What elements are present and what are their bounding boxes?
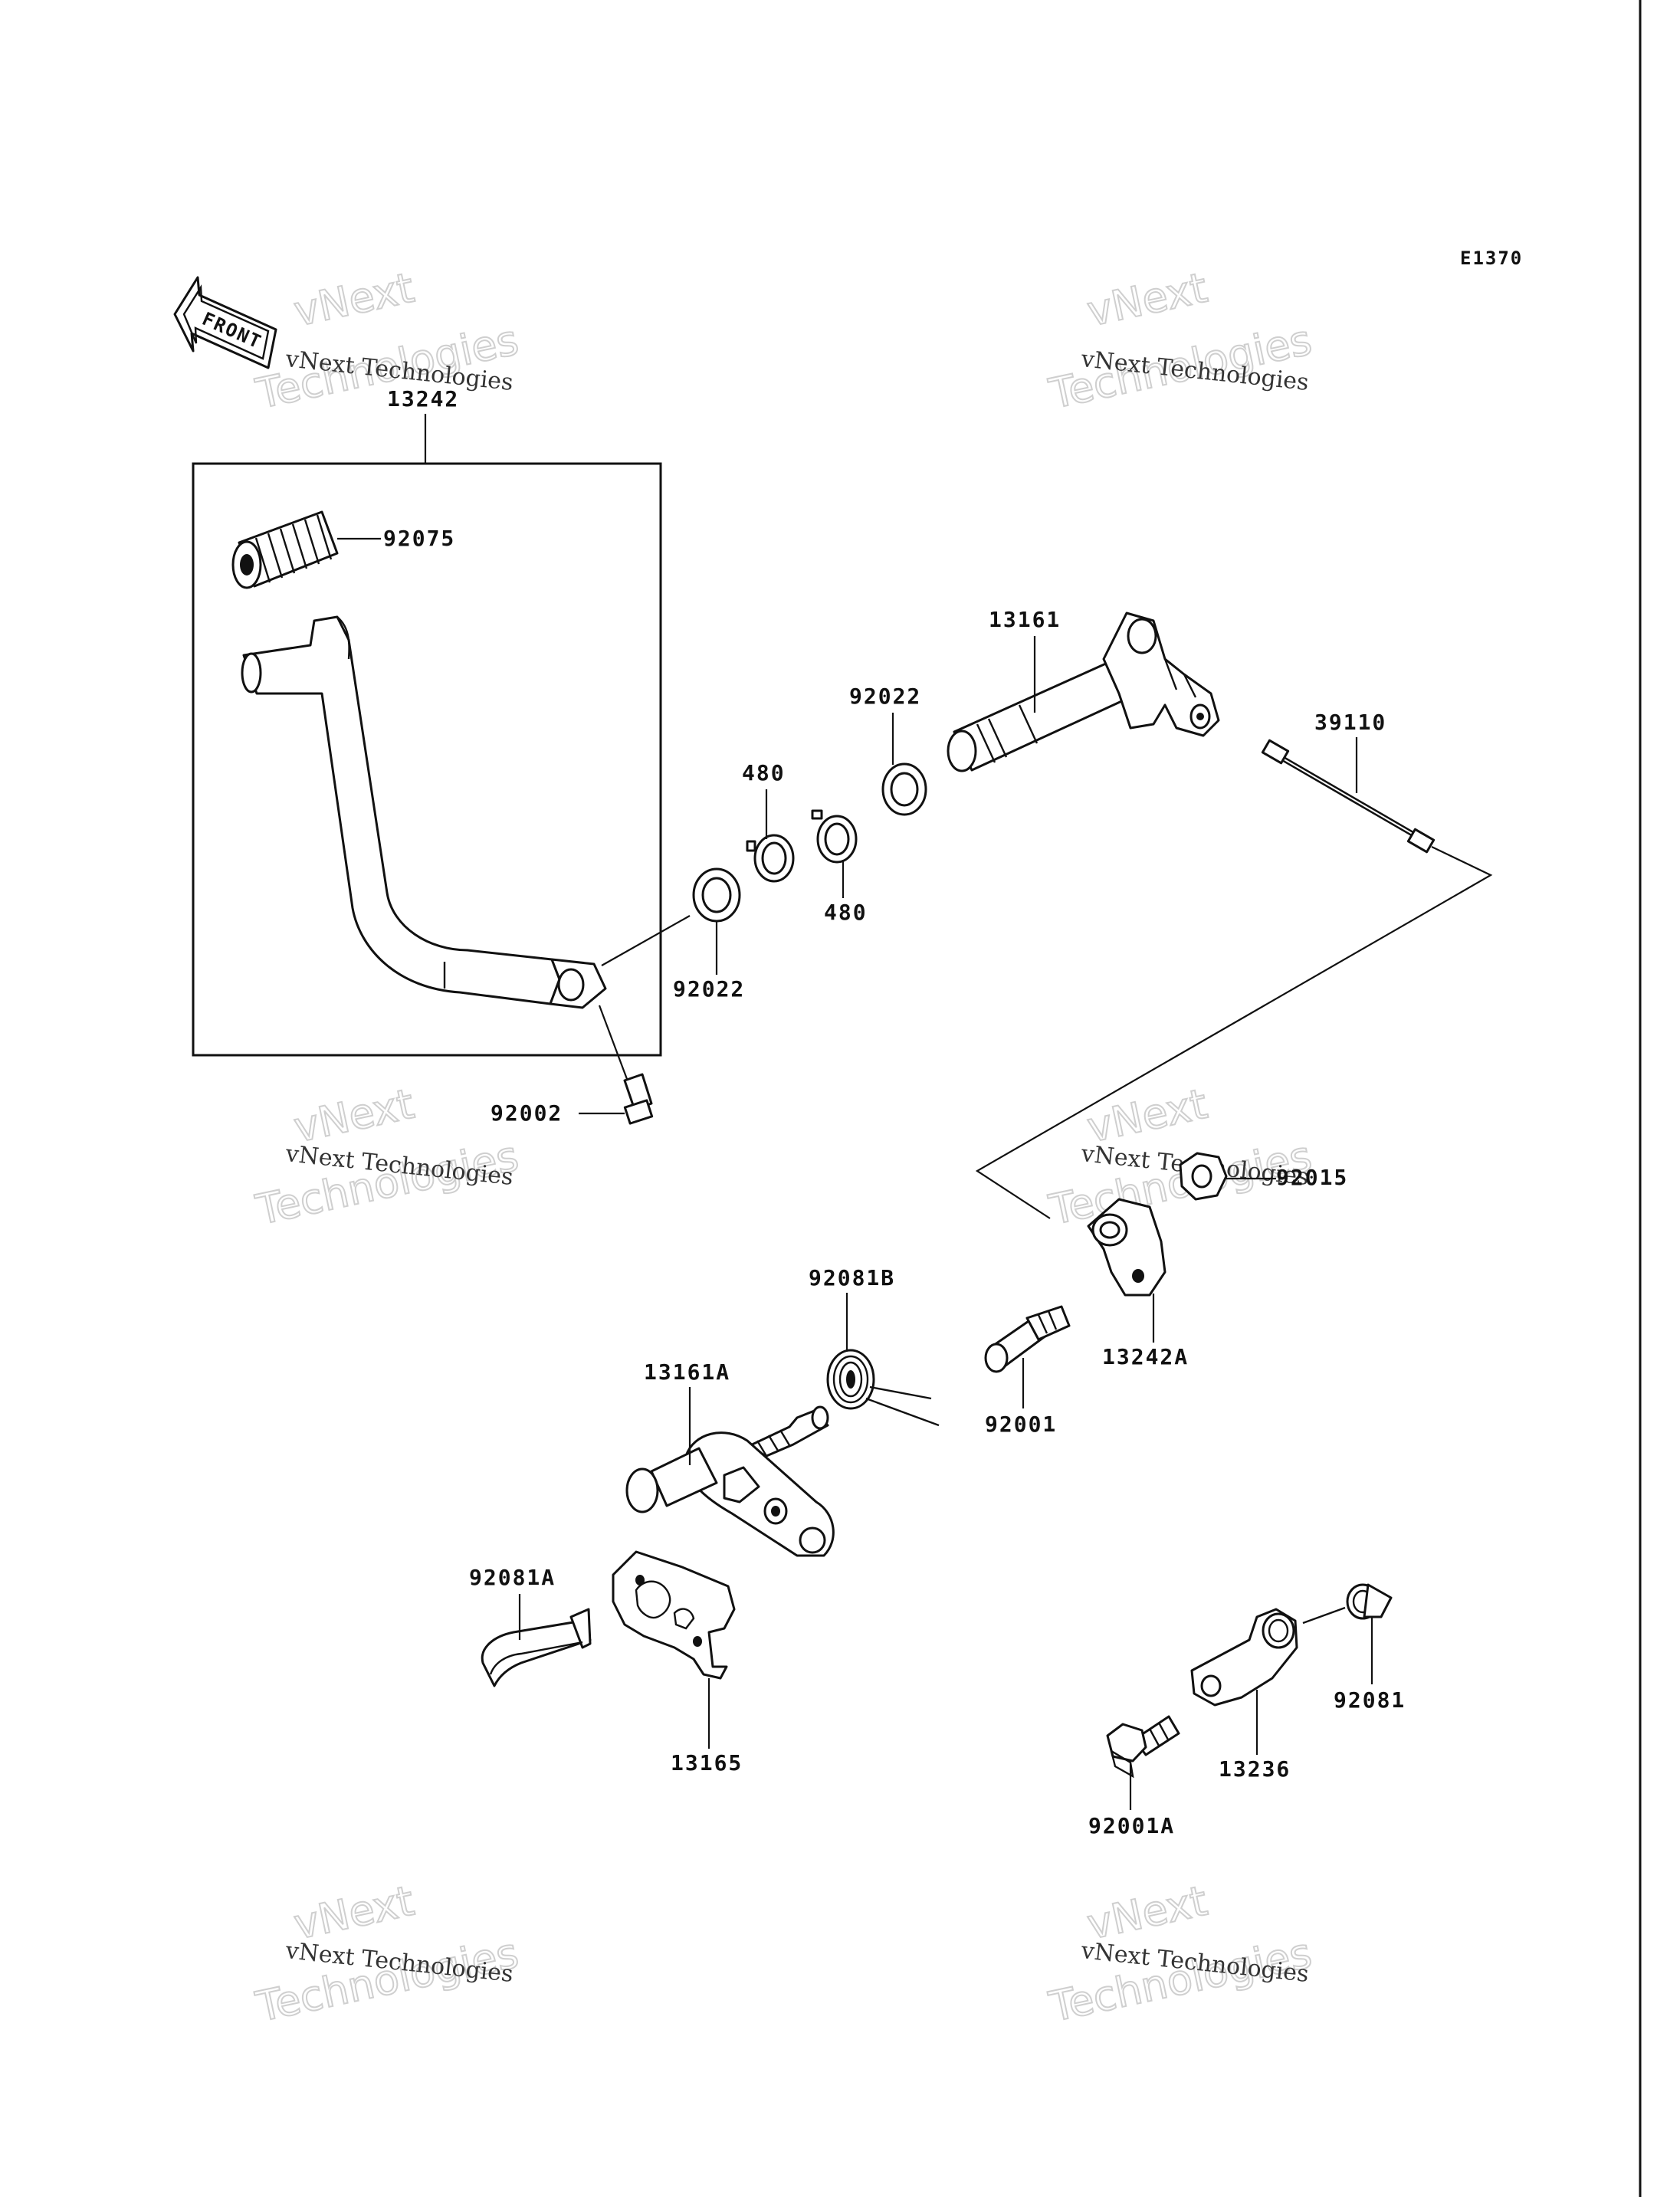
part-label-13242A: 13242A xyxy=(1102,1344,1189,1369)
washer-lower xyxy=(692,867,741,923)
shift-lever-13242A xyxy=(1087,1198,1166,1297)
svg-text:vNext: vNext xyxy=(290,264,418,336)
part-label-92002: 92002 xyxy=(491,1100,563,1126)
diagram-code: E1370 xyxy=(1460,248,1523,269)
part-label-92081A: 92081A xyxy=(469,1565,556,1590)
part-label-92001A: 92001A xyxy=(1088,1813,1175,1838)
circlip-upper xyxy=(746,834,795,883)
part-label-92081B: 92081B xyxy=(809,1265,895,1290)
svg-text:vNext: vNext xyxy=(1083,1877,1211,1949)
part-label-92001: 92001 xyxy=(985,1412,1057,1437)
return-spring-92081B xyxy=(826,1349,940,1427)
part-label-92022-upper: 92022 xyxy=(849,684,921,709)
nut-92015 xyxy=(1179,1152,1228,1201)
guide-plate-13165 xyxy=(612,1550,736,1680)
pinch-bolt xyxy=(598,1005,654,1125)
pawl-plate-13236 xyxy=(1190,1608,1298,1707)
bolt-92001 xyxy=(984,1305,1071,1373)
part-label-92015: 92015 xyxy=(1276,1165,1348,1190)
front-arrow-icon: FRONT xyxy=(173,276,277,369)
part-label-92081: 92081 xyxy=(1334,1687,1406,1713)
part-label-13242: 13242 xyxy=(387,386,459,412)
part-label-92022-lower: 92022 xyxy=(673,976,745,1002)
svg-text:vNext: vNext xyxy=(1083,1080,1211,1152)
shift-pedal-rubber xyxy=(231,510,339,589)
washer-upper xyxy=(881,762,927,816)
shift-pedal xyxy=(241,615,607,1009)
part-label-13161A: 13161A xyxy=(644,1359,730,1385)
tie-rod xyxy=(1261,739,1436,854)
shift-shaft xyxy=(947,612,1220,772)
part-label-92075: 92075 xyxy=(383,526,455,551)
part-label-480-lower: 480 xyxy=(824,900,868,925)
part-label-13161: 13161 xyxy=(989,607,1061,632)
watermark: vNext Technologies vNext Technologies vN… xyxy=(251,263,1316,2032)
svg-text:vNext: vNext xyxy=(290,1080,418,1152)
spring-92081 xyxy=(1302,1583,1393,1625)
circlip-lower xyxy=(811,809,858,864)
part-label-480-upper: 480 xyxy=(742,760,786,785)
shift-shaft-13161A xyxy=(625,1405,835,1557)
assembly-box-13242 xyxy=(192,462,662,1057)
bolt-92001A xyxy=(1106,1715,1180,1779)
clip-92081A xyxy=(481,1608,592,1687)
svg-text:vNext: vNext xyxy=(1083,264,1211,336)
part-label-39110: 39110 xyxy=(1314,710,1386,735)
part-label-13236: 13236 xyxy=(1219,1756,1291,1782)
part-label-13165: 13165 xyxy=(671,1750,743,1776)
svg-text:vNext: vNext xyxy=(290,1877,418,1949)
